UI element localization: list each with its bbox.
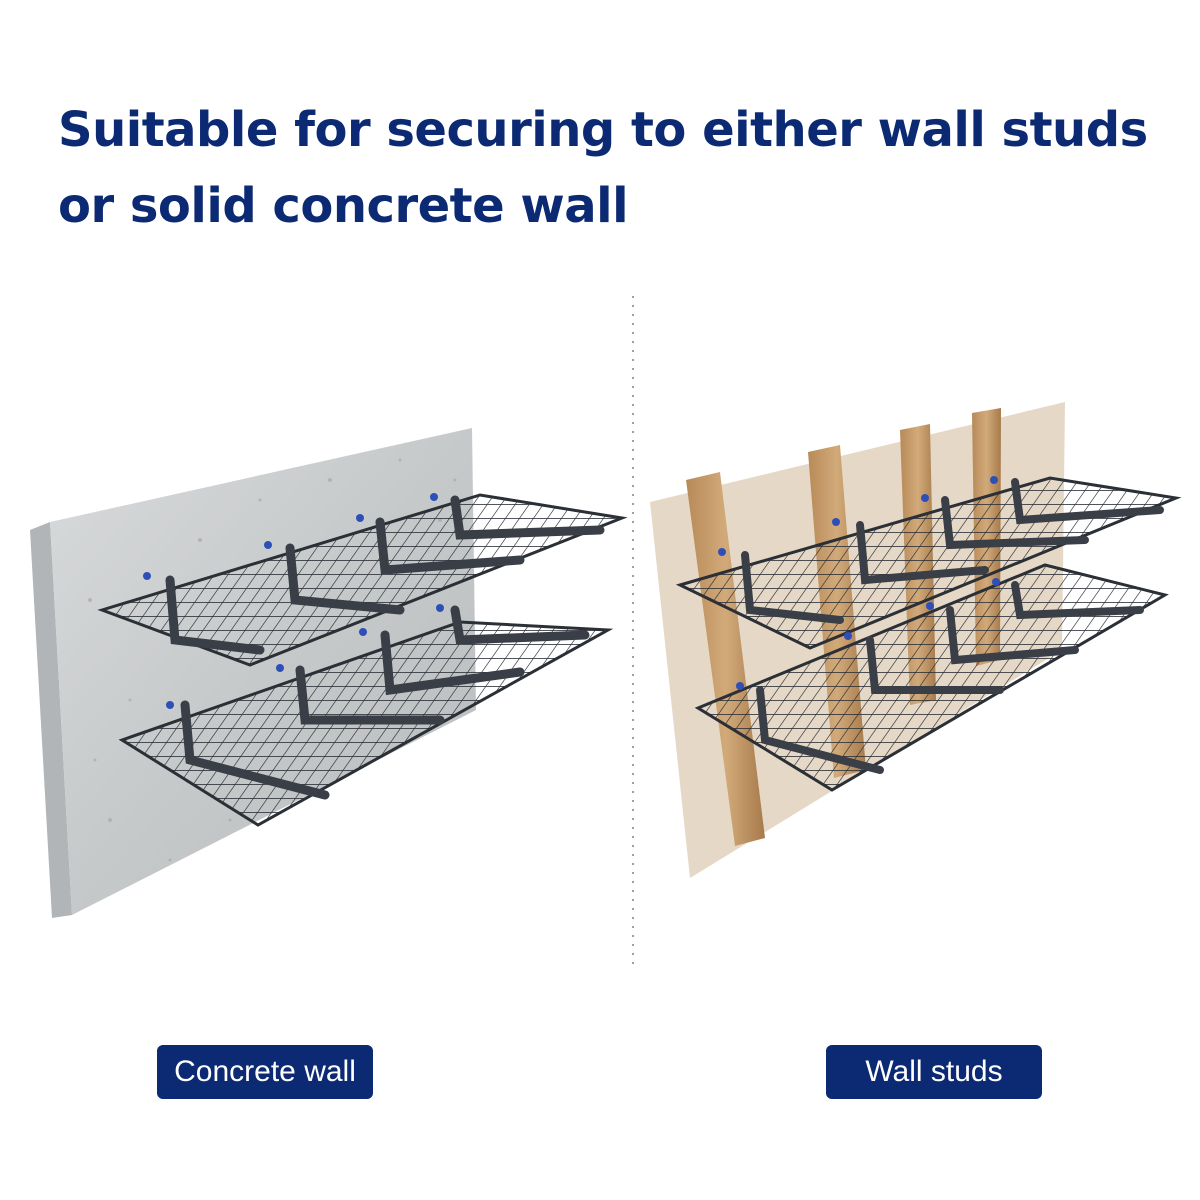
wall-studs-label: Wall studs — [826, 1045, 1042, 1099]
page-headline: Suitable for securing to either wall stu… — [58, 92, 1168, 244]
studs-shelf-lower-mesh — [694, 563, 1169, 792]
concrete-wall-label-text: Concrete wall — [174, 1055, 356, 1088]
headline-line-2: or solid concrete wall — [58, 178, 629, 234]
concrete-wall-scene — [30, 428, 628, 918]
stud-1 — [686, 472, 765, 846]
concrete-slab-side — [30, 522, 72, 918]
illustration — [30, 296, 1182, 965]
wall-studs-label-text: Wall studs — [865, 1055, 1003, 1088]
headline-line-1: Suitable for securing to either wall stu… — [58, 102, 1148, 158]
concrete-wall-label: Concrete wall — [157, 1045, 373, 1099]
wall-studs-scene — [650, 402, 1182, 878]
